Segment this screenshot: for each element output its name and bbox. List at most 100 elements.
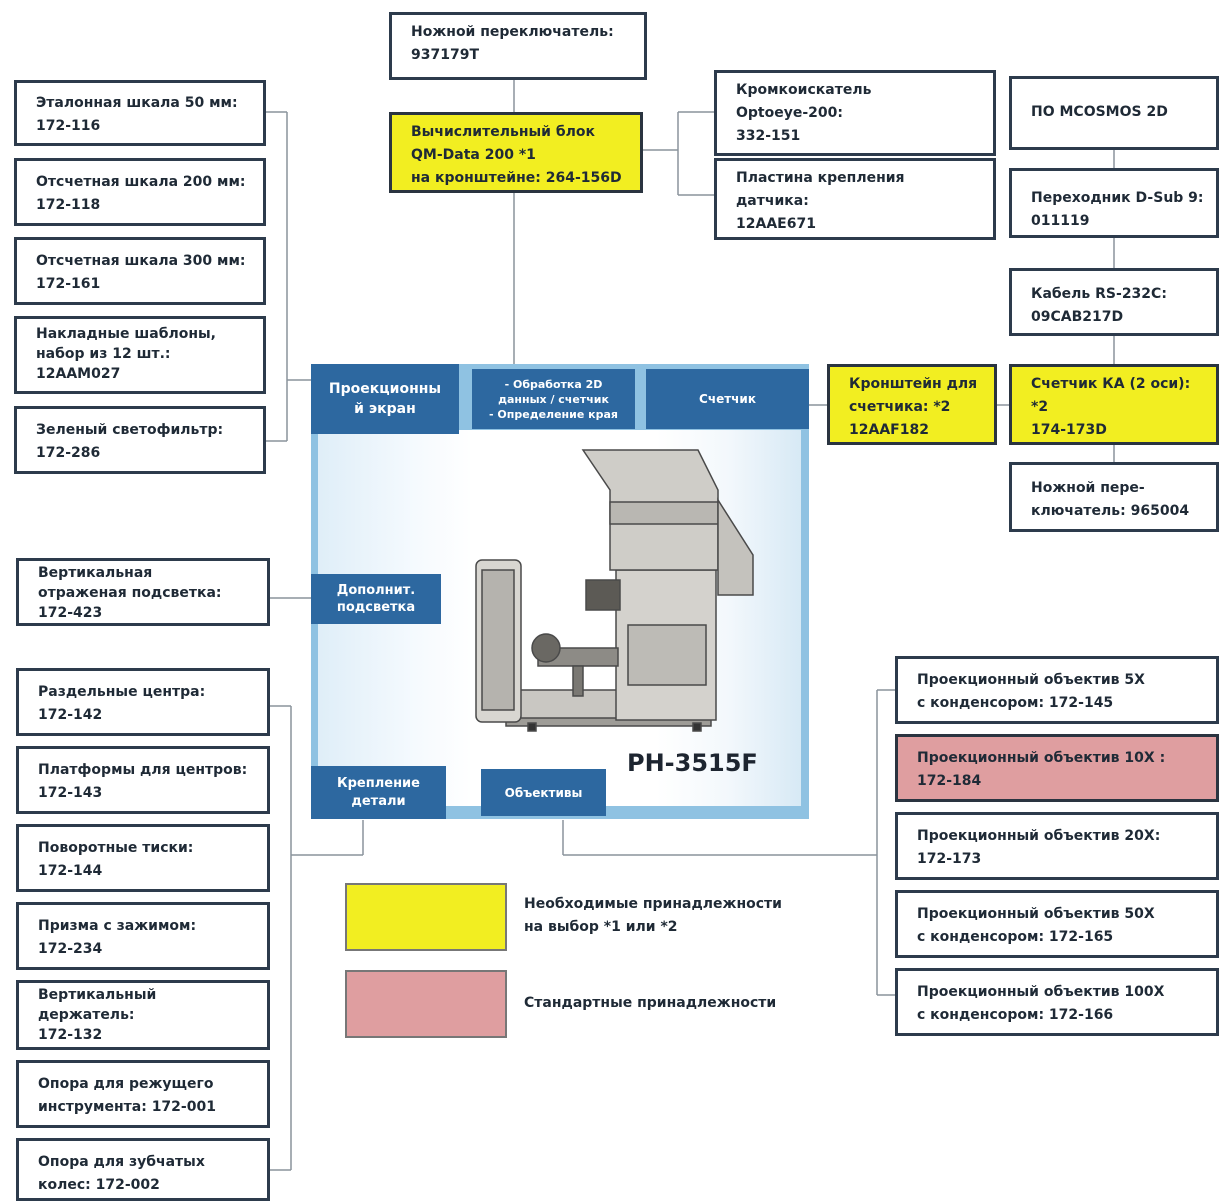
lens-10x-line2: 172-184 — [917, 773, 982, 789]
center-platforms-box: Платформы для центров: 172-143 — [16, 746, 270, 814]
tab-additional-illumination-line1: Дополнит. — [336, 583, 416, 598]
scale-300-box: Отсчетная шкала 300 мм: 172-161 — [14, 237, 266, 305]
edge-sensor-line1: Кромкоискатель — [736, 82, 872, 98]
green-filter-box: Зеленый светофильтр: 172-286 — [14, 406, 266, 474]
cutting-tool-support-box: Опора для режущего инструмента: 172-001 — [16, 1060, 270, 1128]
centers-line2: 172-142 — [38, 707, 103, 723]
lens-50x-line2: с конденсором: 172-165 — [917, 929, 1114, 945]
tab-part-mount: Крепление детали — [311, 766, 446, 819]
tab-data-processing-line2: данных / счетчик — [498, 392, 609, 406]
counter-box: Счетчик КА (2 оси): *2 174-173D — [1009, 364, 1219, 445]
v-block-box: Призма с зажимом: 172-234 — [16, 902, 270, 970]
scale-50-line1: Эталонная шкала 50 мм: — [36, 95, 238, 111]
sensor-plate-line2: датчика: — [736, 193, 809, 209]
foot-switch-line1: Ножной переключатель: — [411, 24, 614, 40]
lens-20x-line2: 172-173 — [917, 851, 982, 867]
centers-line1: Раздельные центра: — [38, 684, 206, 700]
rotary-vise-line2: 172-144 — [38, 863, 103, 879]
illumination-line3: 172-423 — [38, 605, 103, 621]
mcosmos-box: ПО MCOSMOS 2D — [1009, 76, 1219, 150]
v-block-line1: Призма с зажимом: — [38, 918, 197, 934]
tab-part-mount-line1: Крепление — [337, 775, 420, 791]
legend-required-line2: на выбор *1 или *2 — [524, 919, 678, 935]
gear-support-line2: колес: 172-002 — [38, 1177, 160, 1193]
data-unit-line2: QM-Data 200 *1 — [411, 147, 536, 163]
tab-data-processing: - Обработка 2D данных / счетчик - Опреде… — [472, 369, 635, 429]
vertical-holder-line1: Вертикальный — [38, 987, 157, 1003]
scale-200-line2: 172-118 — [36, 197, 101, 213]
vertical-holder-line3: 172-132 — [38, 1027, 103, 1043]
tab-projection-screen: Проекционны й экран — [311, 364, 459, 434]
tab-additional-illumination-line2: подсветка — [336, 600, 416, 615]
scale-200-line1: Отсчетная шкала 200 мм: — [36, 174, 246, 190]
sensor-plate-box: Пластина крепления датчика: 12AAE671 — [714, 158, 996, 240]
scale-50-line2: 172-116 — [36, 118, 101, 134]
legend-standard-text: Стандартные принадлежности — [524, 992, 776, 1015]
centers-box: Раздельные центра: 172-142 — [16, 668, 270, 736]
counter-bracket-line2: счетчика: *2 — [849, 399, 951, 415]
cable-box: Кабель RS-232C: 09CAB217D — [1009, 268, 1219, 336]
scale-300-line2: 172-161 — [36, 276, 101, 292]
edge-sensor-line3: 332-151 — [736, 128, 801, 144]
counter-bracket-line3: 12AAF182 — [849, 422, 929, 438]
projector-panel: Проекционны й экран - Обработка 2D данны… — [311, 364, 809, 819]
center-platforms-line1: Платформы для центров: — [38, 762, 248, 778]
foot-switch-line2: 937179T — [411, 47, 479, 63]
cutting-tool-support-line1: Опора для режущего — [38, 1076, 214, 1092]
rotary-vise-box: Поворотные тиски: 172-144 — [16, 824, 270, 892]
scale-50-box: Эталонная шкала 50 мм: 172-116 — [14, 80, 266, 146]
lens-50x-box: Проекционный объектив 50X с конденсором:… — [895, 890, 1219, 958]
lens-20x-box: Проекционный объектив 20X: 172-173 — [895, 812, 1219, 880]
scale-300-line1: Отсчетная шкала 300 мм: — [36, 253, 246, 269]
green-filter-line2: 172-286 — [36, 445, 101, 461]
green-filter-line1: Зеленый светофильтр: — [36, 422, 224, 438]
model-label: PH-3515F — [627, 749, 758, 777]
tab-data-processing-line1: - Обработка 2D — [504, 377, 603, 391]
foot-switch2-line1: Ножной пере- — [1031, 480, 1145, 496]
projector-illustration — [475, 449, 754, 732]
tab-projection-screen-line2: й экран — [354, 401, 416, 417]
counter-line1: Счетчик КА (2 оси): — [1031, 376, 1191, 392]
templates-box: Накладные шаблоны, набор из 12 шт.: 12AA… — [14, 316, 266, 394]
tab-additional-illumination: Дополнит. подсветка — [311, 574, 441, 624]
edge-sensor-box: Кромкоискатель Optoeye-200: 332-151 — [714, 70, 996, 156]
lens-10x-box: Проекционный объектив 10X : 172-184 — [895, 734, 1219, 802]
foot-switch2-line2: ключатель: 965004 — [1031, 503, 1190, 519]
lens-5x-line2: с конденсором: 172-145 — [917, 695, 1114, 711]
lens-5x-line1: Проекционный объектив 5X — [917, 672, 1145, 688]
tab-lenses-label: Объективы — [504, 785, 583, 800]
foot-switch2-box: Ножной пере- ключатель: 965004 — [1009, 462, 1219, 532]
gear-support-box: Опора для зубчатых колес: 172-002 — [16, 1138, 270, 1201]
templates-line2: набор из 12 шт.: — [36, 346, 171, 362]
legend-required-line1: Необходимые принадлежности — [524, 896, 782, 912]
counter-bracket-box: Кронштейн для счетчика: *2 12AAF182 — [827, 364, 997, 445]
gear-support-line1: Опора для зубчатых — [38, 1154, 205, 1170]
counter-line2: *2 — [1031, 399, 1049, 415]
adapter-box: Переходник D-Sub 9: 011119 — [1009, 168, 1219, 238]
data-unit-line1: Вычислительный блок — [411, 124, 595, 140]
adapter-line2: 011119 — [1031, 213, 1090, 229]
adapter-line1: Переходник D-Sub 9: — [1031, 190, 1204, 206]
cutting-tool-support-line2: инструмента: 172-001 — [38, 1099, 216, 1115]
illumination-line2: отраженая подсветка: — [38, 585, 222, 601]
lens-50x-line1: Проекционный объектив 50X — [917, 906, 1155, 922]
legend-required-swatch — [345, 883, 507, 951]
templates-line1: Накладные шаблоны, — [36, 326, 216, 342]
rotary-vise-line1: Поворотные тиски: — [38, 840, 194, 856]
tab-projection-screen-line1: Проекционны — [328, 381, 442, 397]
vertical-holder-box: Вертикальный держатель: 172-132 — [16, 980, 270, 1050]
foot-switch-box: Ножной переключатель: 937179T — [389, 12, 647, 80]
lens-10x-line1: Проекционный объектив 10X : — [917, 750, 1166, 766]
lens-20x-line1: Проекционный объектив 20X: — [917, 828, 1161, 844]
illumination-line1: Вертикальная — [38, 565, 153, 581]
templates-line3: 12AAM027 — [36, 366, 121, 382]
data-unit-line3: на кронштейне: 264-156D — [411, 170, 622, 186]
tab-data-processing-line3: - Определение края — [489, 407, 618, 421]
tab-part-mount-line2: детали — [351, 793, 406, 809]
cable-line2: 09CAB217D — [1031, 309, 1124, 325]
legend-standard-line1: Стандартные принадлежности — [524, 995, 777, 1011]
tab-lenses: Объективы — [481, 769, 606, 816]
mcosmos-line1: ПО MCOSMOS 2D — [1031, 104, 1168, 120]
lens-100x-box: Проекционный объектив 100X с конденсором… — [895, 968, 1219, 1036]
